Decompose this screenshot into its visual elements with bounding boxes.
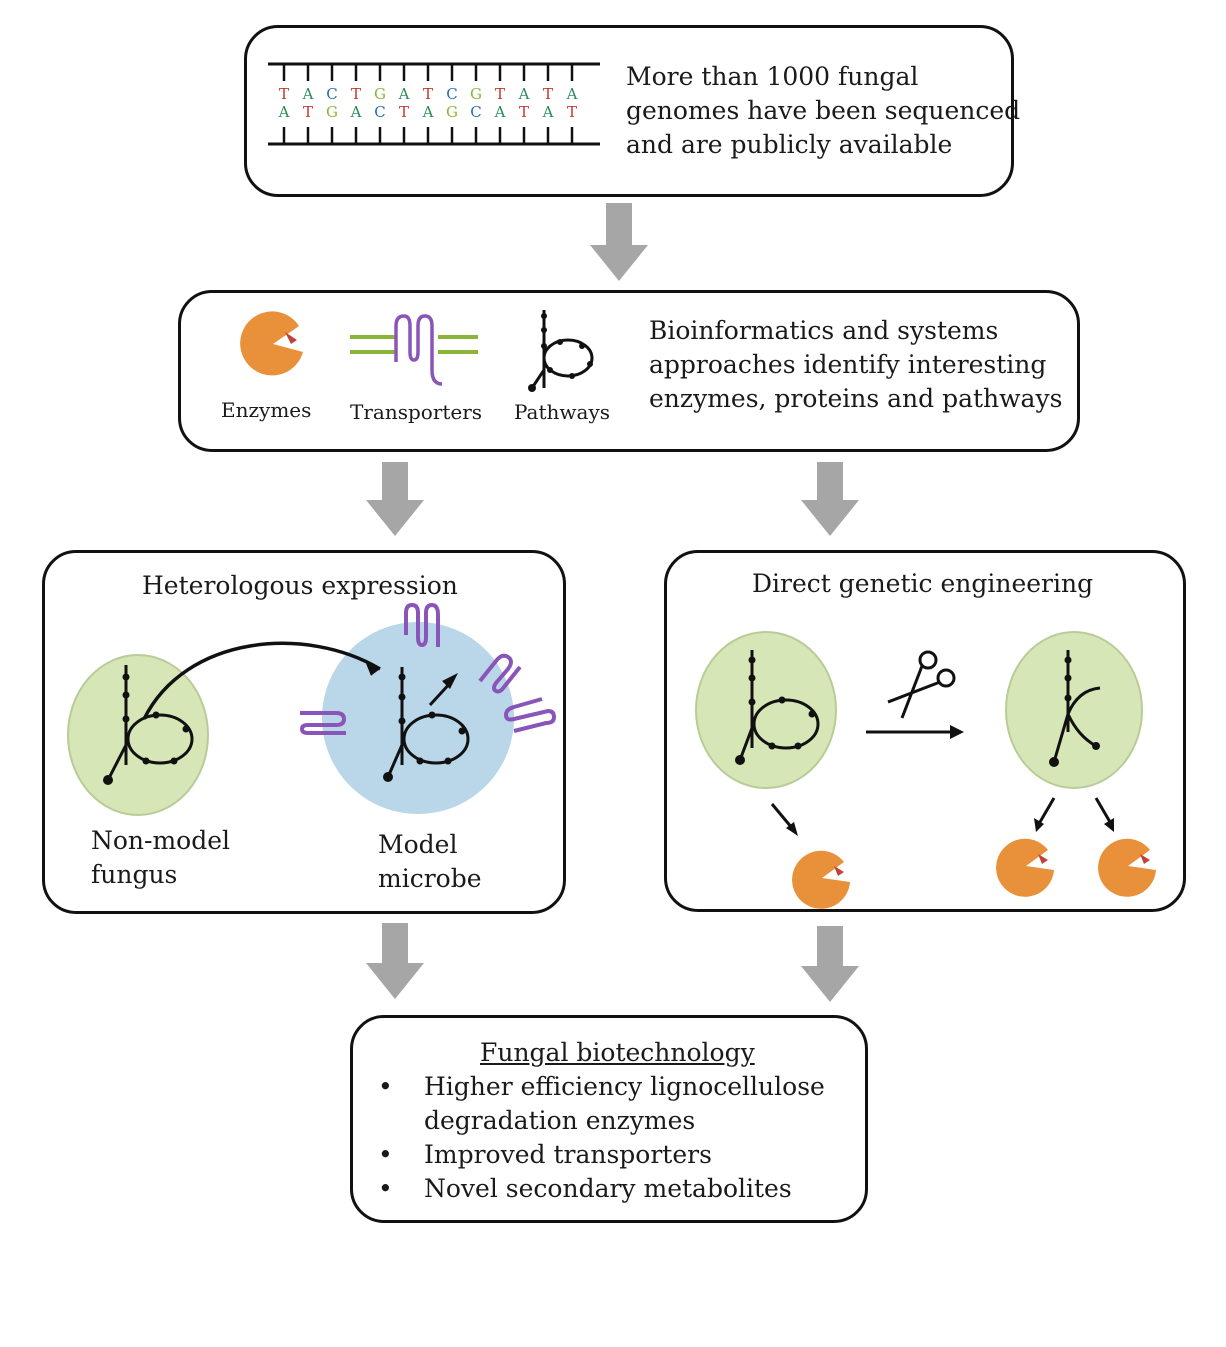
genome-line-3: and are publicly available [626, 130, 953, 159]
bioinformatics-line-2: approaches identify interesting [649, 350, 1047, 379]
model-microbe-label: Model microbe [378, 828, 482, 896]
heterologous-diagram [67, 602, 557, 816]
biotechnology-box [350, 1015, 868, 1223]
engineered-cell [1005, 631, 1143, 789]
dna-base-letter: T [543, 85, 553, 103]
bioinformatics-text: Bioinformatics and systems approaches id… [649, 314, 1062, 416]
dna-base-letter: T [567, 103, 577, 121]
dna-base-letter: C [326, 85, 337, 103]
transporter-icon [350, 314, 478, 386]
dna-base-letter: C [446, 85, 457, 103]
dna-base-letter: T [495, 85, 505, 103]
pathways-label: Pathways [514, 400, 611, 424]
enzyme-product-1 [792, 850, 850, 909]
scissors-icon [887, 650, 956, 719]
dna-base-letter: A [398, 85, 410, 103]
down-arrow-bottom-right [801, 926, 859, 1002]
dna-base-letter: T [519, 103, 529, 121]
genetic-engineering-title: Direct genetic engineering [752, 569, 1094, 598]
list-item: •Higher efficiency lignocellulose [378, 1072, 825, 1101]
genome-line-1: More than 1000 fungal [626, 62, 919, 91]
list-item: •Improved transporters [378, 1140, 712, 1169]
model-microbe-line-2: microbe [378, 864, 482, 893]
biotechnology-list: •Higher efficiency lignocellulose degrad… [378, 1070, 825, 1206]
enzyme-product-3 [1098, 838, 1156, 897]
list-item-continuation: degradation enzymes [424, 1106, 696, 1135]
genome-box [244, 25, 1014, 197]
non-model-line-2: fungus [91, 860, 178, 889]
dna-base-letter: G [326, 103, 338, 121]
dna-base-letter: T [351, 85, 361, 103]
heterologous-title: Heterologous expression [142, 571, 458, 600]
non-model-cell [67, 654, 209, 816]
enzyme-icon [240, 311, 303, 376]
dna-base-letter: C [470, 103, 481, 121]
genetic-engineering-diagram [695, 631, 1156, 909]
dna-base-letter: A [566, 85, 578, 103]
dna-base-letter: T [303, 103, 313, 121]
dna-base-letter: A [494, 103, 506, 121]
down-arrow-right [801, 462, 859, 536]
down-arrow-left [366, 462, 424, 536]
non-model-label: Non-model fungus [91, 824, 230, 892]
dna-base-letter: A [278, 103, 290, 121]
bioinformatics-line-1: Bioinformatics and systems [649, 316, 999, 345]
model-microbe-line-1: Model [378, 830, 458, 859]
down-arrow-bottom-left [366, 923, 424, 999]
dna-base-letter: A [350, 103, 362, 121]
bioinformatics-line-3: enzymes, proteins and pathways [649, 384, 1063, 413]
dna-base-letter: T [423, 85, 433, 103]
dna-base-letter: G [374, 85, 386, 103]
dna-base-letter: T [279, 85, 289, 103]
dna-base-letter: C [374, 103, 385, 121]
dna-base-letter: G [470, 85, 482, 103]
non-model-line-1: Non-model [91, 826, 231, 855]
pathway-icon [528, 310, 594, 392]
dna-base-letter: G [446, 103, 458, 121]
dna-base-letter: A [422, 103, 434, 121]
list-item: •Novel secondary metabolites [378, 1174, 792, 1203]
down-arrow-1 [590, 203, 648, 281]
original-cell [695, 631, 837, 789]
biotechnology-title: Fungal biotechnology [480, 1038, 755, 1067]
enzymes-label: Enzymes [221, 398, 312, 422]
bioinformatics-box [178, 290, 1080, 452]
dna-base-letter: A [302, 85, 314, 103]
dna-base-letter: T [399, 103, 409, 121]
genome-text: More than 1000 fungal genomes have been … [626, 60, 1020, 162]
dna-base-letter: A [518, 85, 530, 103]
genome-line-2: genomes have been sequenced [626, 96, 1021, 125]
dna-base-letter: A [542, 103, 554, 121]
enzyme-product-2 [996, 838, 1054, 897]
transporters-label: Transporters [350, 400, 483, 424]
